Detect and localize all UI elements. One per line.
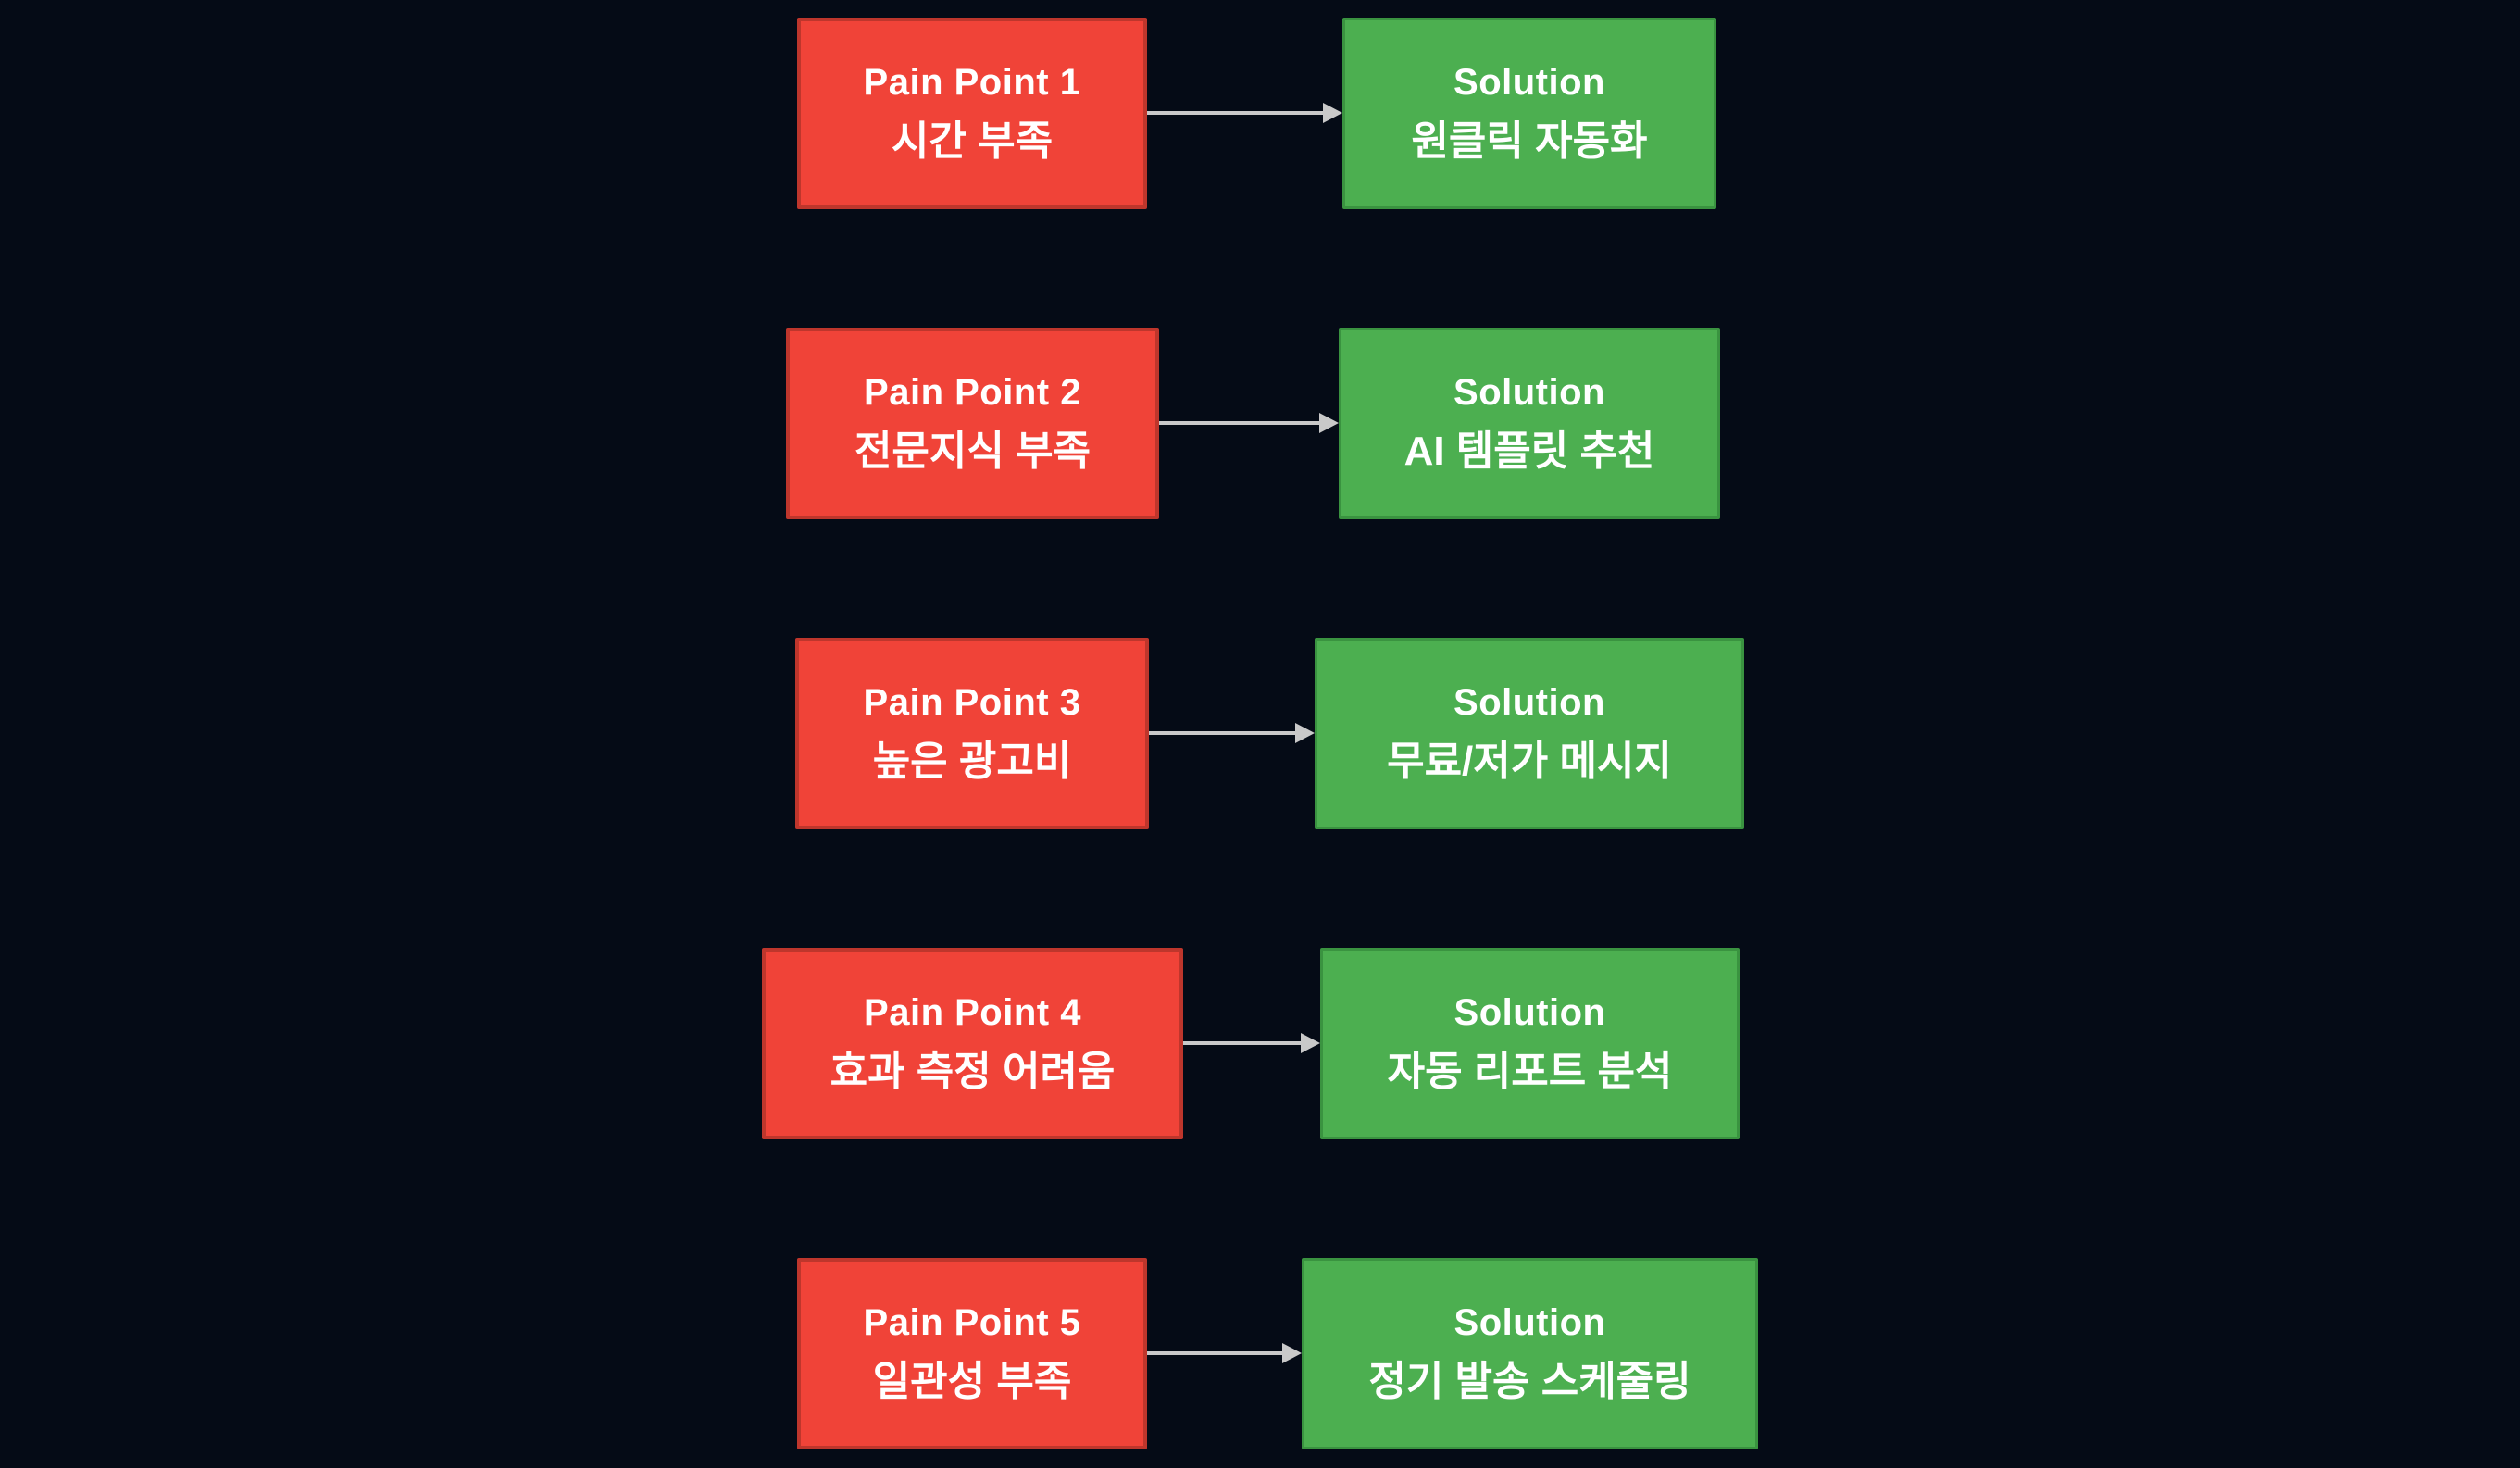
solution-desc: 정기 발송 스케줄링 [1368, 1359, 1691, 1405]
arrow-shaft [1149, 731, 1295, 735]
arrow-head [1282, 1343, 1302, 1363]
solution-box-1: Solution 원클릭 자동화 [1342, 18, 1716, 209]
right-arrow-icon [1159, 408, 1339, 438]
pain-point-box-2: Pain Point 2 전문지식 부족 [786, 328, 1159, 519]
pain-point-desc: 전문지식 부족 [854, 429, 1092, 475]
right-arrow-icon [1149, 718, 1315, 748]
pain-point-title: Pain Point 5 [863, 1302, 1081, 1344]
solution-box-5: Solution 정기 발송 스케줄링 [1302, 1258, 1758, 1449]
solution-title: Solution [1453, 372, 1605, 414]
pain-point-desc: 시간 부족 [891, 118, 1054, 165]
pain-point-title: Pain Point 1 [863, 62, 1081, 104]
pain-point-title: Pain Point 2 [864, 372, 1081, 414]
solution-title: Solution [1453, 62, 1605, 104]
right-arrow-icon [1147, 1338, 1302, 1368]
solution-box-2: Solution AI 템플릿 추천 [1339, 328, 1720, 519]
pain-point-box-5: Pain Point 5 일관성 부족 [797, 1258, 1147, 1449]
pain-point-title: Pain Point 4 [864, 992, 1081, 1034]
arrow-shaft [1147, 1351, 1282, 1355]
arrow-head [1295, 723, 1315, 743]
right-arrow-icon [1183, 1028, 1320, 1058]
pain-point-box-4: Pain Point 4 효과 측정 어려움 [762, 948, 1183, 1139]
pain-point-title: Pain Point 3 [863, 682, 1081, 724]
solution-box-3: Solution 무료/저가 메시지 [1315, 638, 1744, 829]
solution-desc: 자동 리포트 분석 [1387, 1049, 1673, 1095]
pain-point-box-1: Pain Point 1 시간 부족 [797, 18, 1147, 209]
solution-title: Solution [1453, 992, 1606, 1034]
arrow-head [1319, 413, 1339, 433]
arrow-shaft [1183, 1041, 1301, 1045]
solution-desc: 원클릭 자동화 [1411, 118, 1648, 165]
solution-desc: 무료/저가 메시지 [1387, 739, 1672, 785]
pain-point-desc: 효과 측정 어려움 [830, 1049, 1116, 1095]
arrow-head [1301, 1033, 1320, 1053]
solution-title: Solution [1453, 1302, 1606, 1344]
right-arrow-icon [1147, 98, 1342, 128]
arrow-head [1323, 103, 1342, 123]
solution-desc: AI 템플릿 추천 [1403, 429, 1655, 475]
solution-title: Solution [1453, 682, 1605, 724]
arrow-shaft [1159, 421, 1319, 425]
pain-point-box-3: Pain Point 3 높은 광고비 [795, 638, 1149, 829]
pain-point-desc: 일관성 부족 [872, 1359, 1072, 1405]
solution-box-4: Solution 자동 리포트 분석 [1320, 948, 1740, 1139]
pain-point-desc: 높은 광고비 [872, 739, 1072, 785]
arrow-shaft [1147, 111, 1323, 115]
